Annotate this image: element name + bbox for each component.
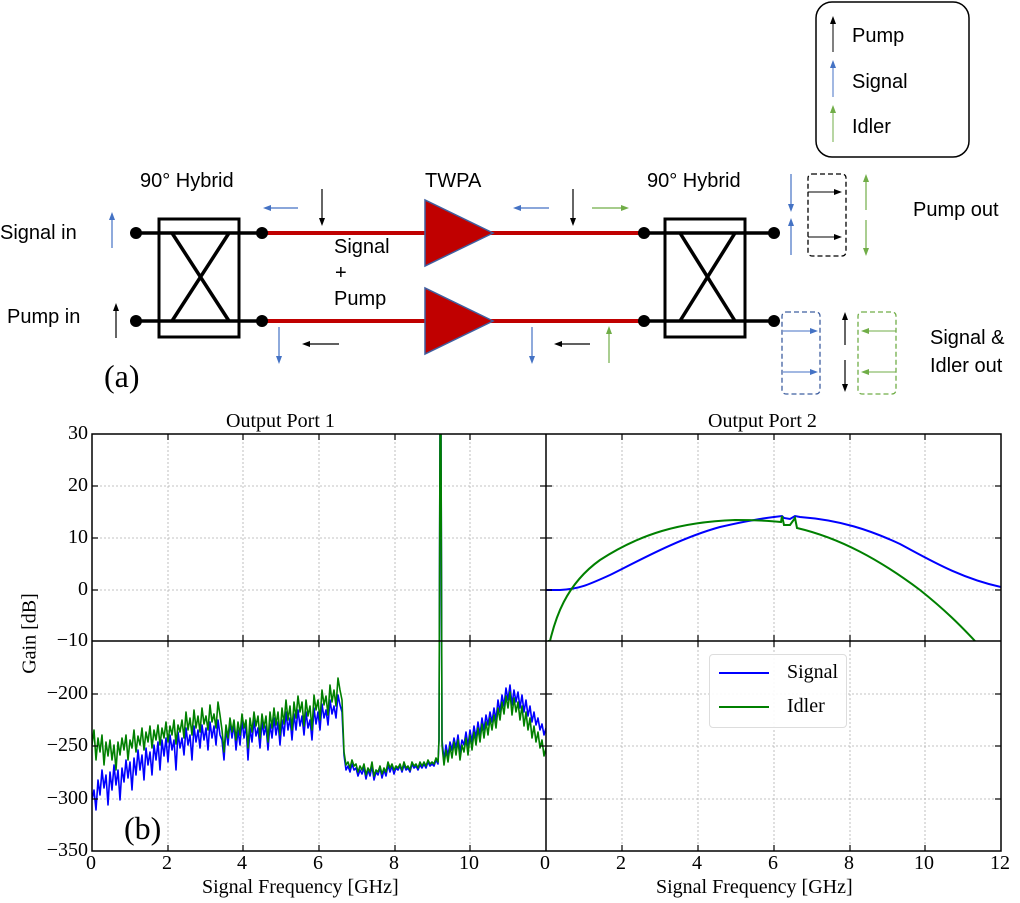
ytick-minus200: −200 bbox=[46, 682, 88, 704]
port2-title: Output Port 2 bbox=[708, 410, 817, 432]
xtick-left-8: 8 bbox=[389, 852, 399, 874]
xtick-right-4: 4 bbox=[692, 852, 702, 874]
signal-idler-out-label-1: Signal & bbox=[930, 327, 1005, 349]
xtick-right-2: 2 bbox=[616, 852, 626, 874]
plot-axes bbox=[91, 433, 1002, 852]
legend-signal-text: Signal bbox=[787, 661, 839, 683]
legend-item-idler: Idler bbox=[710, 695, 825, 718]
xtick-right-12: 12 bbox=[990, 852, 1010, 874]
xtick-right-0: 0 bbox=[540, 852, 550, 874]
ytick-10: 10 bbox=[68, 526, 88, 548]
signal-idler-out-waveforms bbox=[781, 311, 897, 395]
x-axis-label-left: Signal Frequency [GHz] bbox=[202, 876, 399, 898]
arrow-legend bbox=[815, 1, 970, 158]
pump-out-label: Pump out bbox=[913, 199, 999, 221]
signal-idler-out-label-2: Idler out bbox=[930, 355, 1003, 377]
xtick-right-6: 6 bbox=[768, 852, 778, 874]
port1-signal-line bbox=[92, 434, 546, 811]
left-hybrid-coupler bbox=[130, 217, 268, 339]
ytick-minus350: −350 bbox=[46, 839, 88, 861]
ytick-30: 30 bbox=[68, 422, 88, 444]
twpa-label: TWPA bbox=[425, 170, 482, 192]
y-axis-label: Gain [dB] bbox=[18, 593, 41, 674]
ytick-20: 20 bbox=[68, 474, 88, 496]
xtick-right-10: 10 bbox=[914, 852, 934, 874]
xtick-left-4: 4 bbox=[237, 852, 247, 874]
port2-series bbox=[546, 514, 1001, 641]
xtick-left-0: 0 bbox=[86, 852, 96, 874]
middle-label-signal: Signal bbox=[334, 236, 390, 258]
ytick-minus300: −300 bbox=[46, 787, 88, 809]
signal-in-label: Signal in bbox=[0, 222, 77, 244]
twpa-upper-amplifier-icon bbox=[424, 198, 495, 268]
idler-line-swatch-icon bbox=[719, 705, 769, 708]
legend-item-signal: Signal bbox=[710, 661, 838, 684]
pump-in-label: Pump in bbox=[7, 306, 81, 328]
legend-signal-label: Signal bbox=[852, 71, 908, 93]
legend-pump-label: Pump bbox=[852, 25, 905, 47]
twpa-lower-amplifier-icon bbox=[424, 286, 495, 356]
ytick-minus250: −250 bbox=[46, 734, 88, 756]
x-axis-label-right: Signal Frequency [GHz] bbox=[656, 876, 853, 898]
plot-legend: Signal Idler bbox=[709, 654, 847, 728]
legend-idler-label: Idler bbox=[852, 116, 891, 138]
port2-signal-line bbox=[546, 514, 1001, 591]
panel-b-label: (b) bbox=[124, 810, 162, 846]
panel-a-label: (a) bbox=[104, 358, 140, 394]
right-hybrid-coupler bbox=[638, 217, 780, 339]
ytick-minus10: −10 bbox=[56, 629, 88, 651]
signal-line-swatch-icon bbox=[719, 671, 769, 674]
middle-label-plus: + bbox=[335, 262, 347, 284]
xtick-right-8: 8 bbox=[844, 852, 854, 874]
plot-grid bbox=[92, 434, 1001, 851]
left-hybrid-label: 90° Hybrid bbox=[140, 170, 234, 192]
ytick-0: 0 bbox=[78, 578, 88, 600]
pump-out-waveforms bbox=[788, 173, 869, 257]
port1-idler-line bbox=[92, 434, 546, 777]
axis-ticks bbox=[92, 434, 1001, 851]
port1-series bbox=[92, 434, 546, 811]
xtick-left-6: 6 bbox=[313, 852, 323, 874]
port1-title: Output Port 1 bbox=[226, 410, 335, 432]
circuit-diagram bbox=[109, 1, 970, 395]
middle-label-pump: Pump bbox=[334, 288, 387, 310]
right-hybrid-label: 90° Hybrid bbox=[647, 170, 741, 192]
xtick-left-2: 2 bbox=[162, 852, 172, 874]
port2-idler-line bbox=[548, 515, 976, 641]
xtick-left-10: 10 bbox=[459, 852, 479, 874]
legend-idler-text: Idler bbox=[787, 695, 825, 717]
